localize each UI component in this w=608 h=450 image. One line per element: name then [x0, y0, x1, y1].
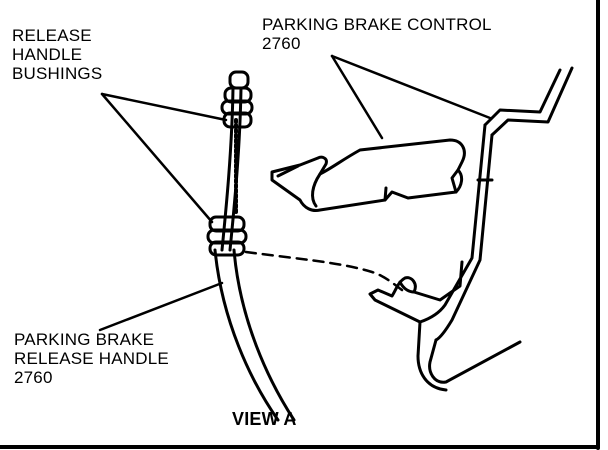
label-line: BUSHINGS — [12, 64, 103, 83]
brake-control-lever — [270, 138, 466, 212]
parking-brake-release-handle-label: PARKING BRAKE RELEASE HANDLE 2760 — [14, 330, 169, 387]
label-line: HANDLE — [12, 45, 83, 64]
label-line: RELEASE HANDLE — [14, 349, 169, 368]
leader-lines — [98, 54, 492, 332]
view-a-caption: VIEW A — [232, 409, 297, 429]
release-handle-rod — [213, 86, 296, 422]
brake-control-bracket — [368, 66, 574, 392]
label-line: PARKING BRAKE CONTROL — [262, 15, 492, 34]
label-line: 2760 — [262, 34, 301, 53]
label-line: PARKING BRAKE — [14, 330, 155, 349]
label-line: 2760 — [14, 368, 53, 387]
engagement-dashed-line — [244, 250, 404, 292]
parking-brake-control-label: PARKING BRAKE CONTROL 2760 — [262, 15, 492, 53]
label-line: RELEASE — [12, 26, 92, 45]
release-handle-bushings-label: RELEASE HANDLE BUSHINGS — [12, 26, 102, 83]
lower-bushing — [206, 215, 248, 257]
